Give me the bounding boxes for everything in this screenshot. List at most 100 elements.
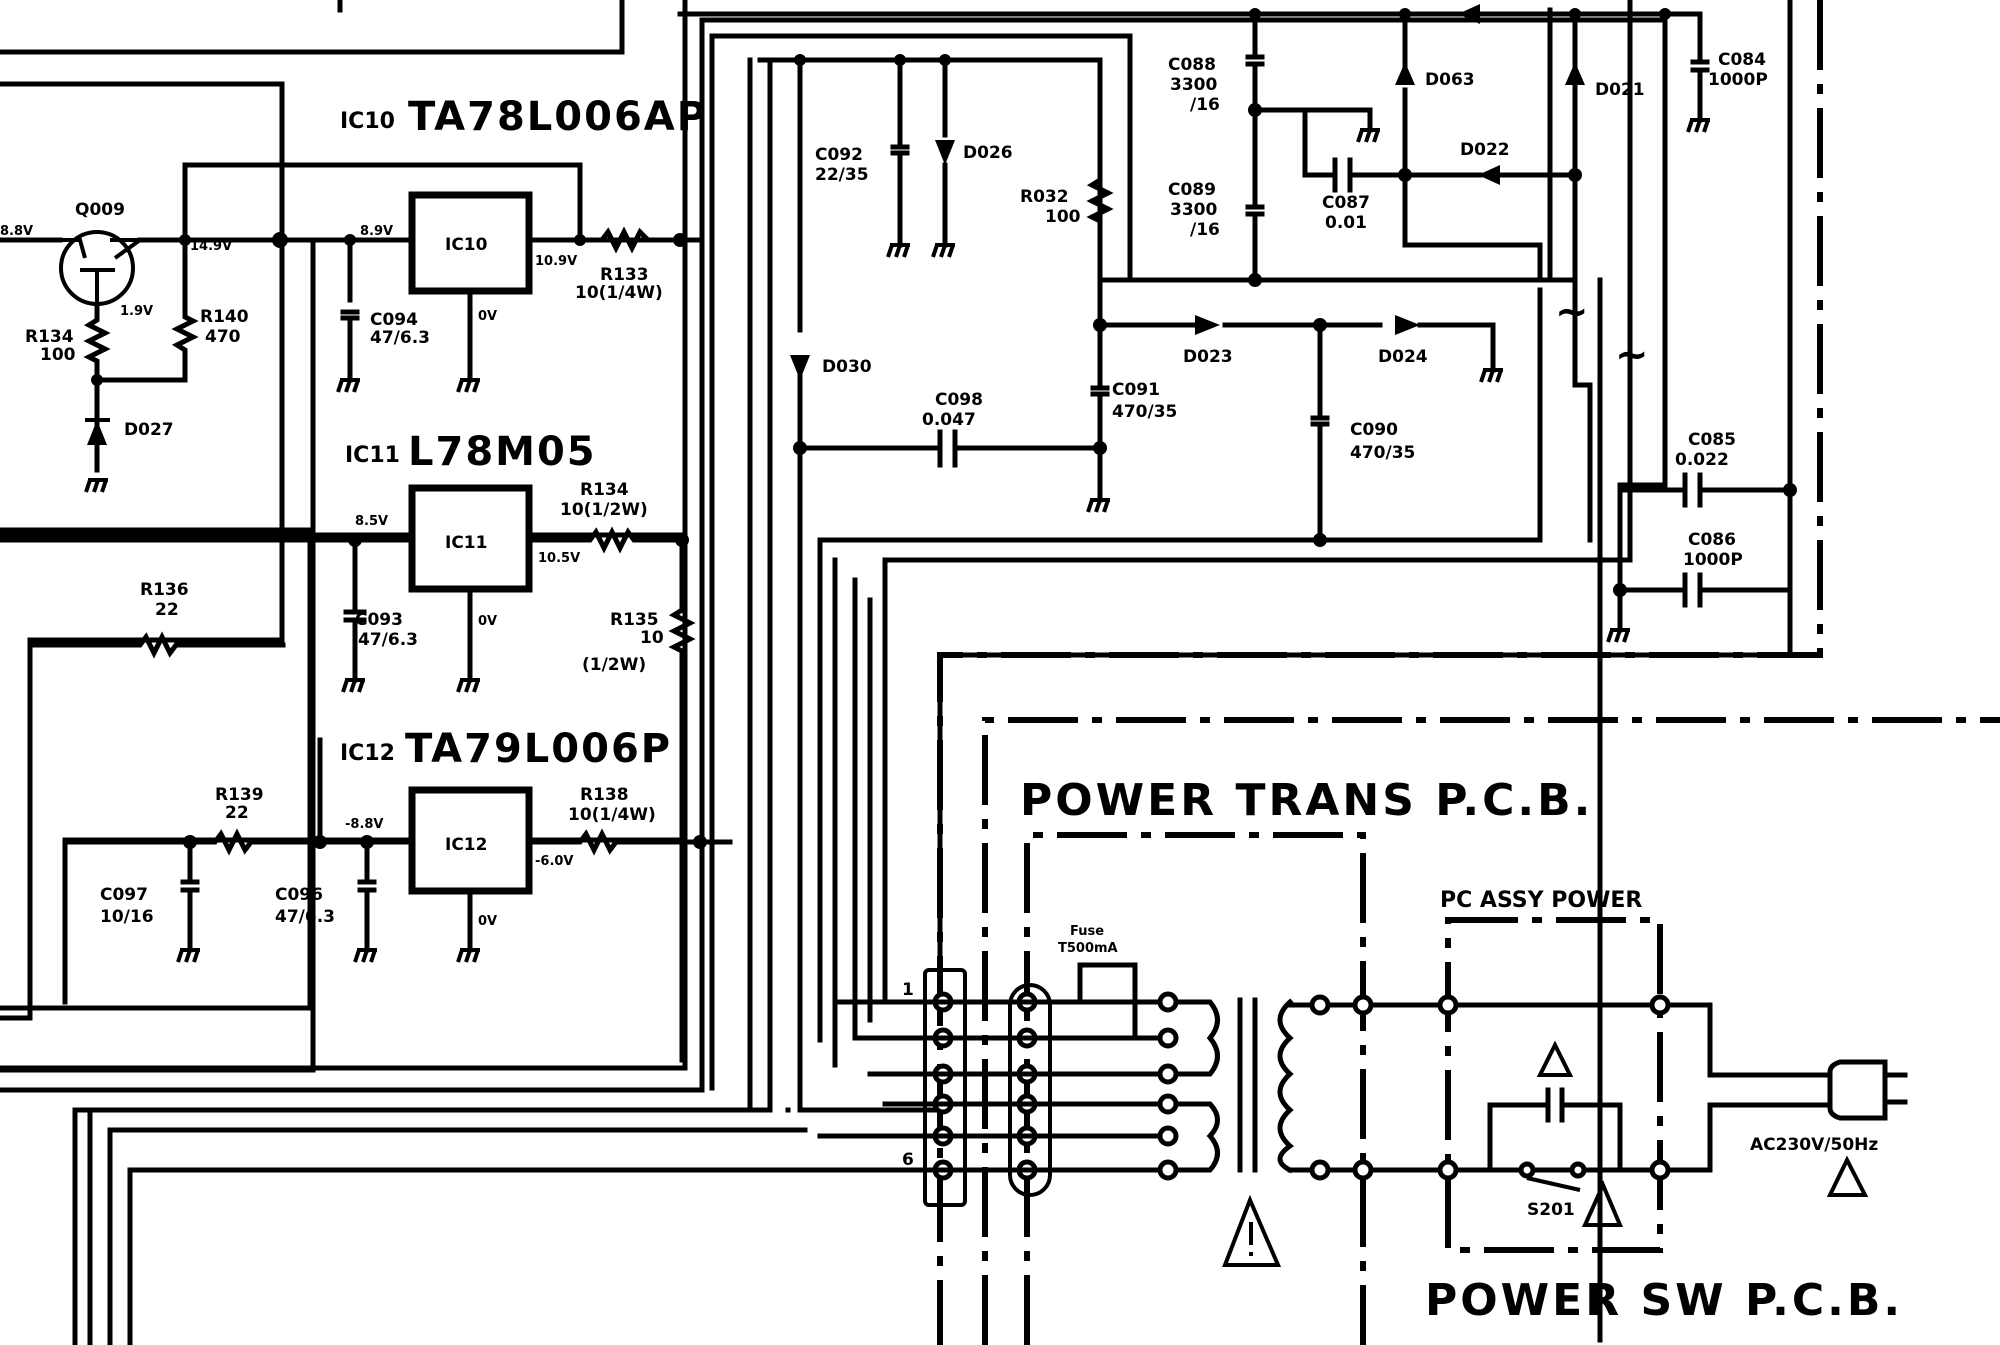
ic11-vin: 8.5V — [355, 514, 388, 529]
c092-ref: C092 — [815, 145, 863, 165]
warning-triangle-icon — [1826, 1155, 1869, 1197]
c093-val: 47/6.3 — [358, 630, 418, 650]
c091-ref: C091 — [1112, 380, 1160, 400]
c089-ref: C089 — [1168, 180, 1216, 200]
q-out-voltage: 14.9V — [190, 239, 232, 254]
diode-d023-icon — [1195, 315, 1220, 335]
r133-val: 10(1/4W) — [575, 283, 663, 303]
ic10-box — [408, 191, 533, 295]
fuse-ref: Fuse — [1070, 924, 1104, 939]
ic10-ref-label: IC10 — [340, 109, 395, 134]
c088-v: /16 — [1190, 95, 1220, 115]
c086-val: 1000P — [1683, 550, 1743, 570]
r135-val: 10 — [640, 628, 664, 648]
d030-label: D030 — [822, 357, 872, 377]
d026-label: D026 — [963, 143, 1013, 163]
ac-rating-label: AC230V/50Hz — [1750, 1135, 1878, 1155]
fuse-val: T500mA — [1058, 941, 1118, 956]
diode-d026-icon — [935, 140, 955, 165]
warning-triangle-icon — [1536, 1040, 1574, 1077]
r134-ref: R134 — [580, 480, 629, 500]
ic11-box-label: IC11 — [445, 533, 487, 553]
ic10-gnd: 0V — [478, 309, 497, 324]
c089-v: /16 — [1190, 220, 1220, 240]
c086-ref: C086 — [1688, 530, 1736, 550]
c092-val: 22/35 — [815, 165, 869, 185]
ic12-gnd: 0V — [478, 914, 497, 929]
transformer-icon — [1077, 962, 1833, 1181]
c094-val: 47/6.3 — [370, 328, 430, 348]
ic10-box-label: IC10 — [445, 235, 488, 255]
c085-ref: C085 — [1688, 430, 1736, 450]
r135-ref: R135 — [610, 610, 659, 630]
ic11-block — [0, 484, 696, 1063]
r140-val: 470 — [205, 327, 241, 347]
q-in-voltage: 8.8V — [0, 224, 33, 239]
ic12-vin: -8.8V — [345, 817, 384, 832]
c097-ref: C097 — [100, 885, 148, 905]
left-wires — [0, 0, 1663, 1345]
c084-val: 1000P — [1708, 70, 1768, 90]
ac-tilde-2: ~ — [1615, 332, 1651, 378]
ic11-vout: 10.5V — [538, 551, 580, 566]
d027-label: D027 — [124, 420, 174, 440]
ic12-part-label: TA79L006P — [405, 726, 672, 772]
r138-ref: R138 — [580, 785, 629, 805]
c091-val: 470/35 — [1112, 402, 1177, 422]
diode-d022-icon — [1478, 165, 1500, 185]
c094-ref: C094 — [370, 310, 418, 330]
diode-d030-icon — [790, 355, 810, 380]
c084-ref: C084 — [1718, 50, 1766, 70]
r140-ref: R140 — [200, 307, 249, 327]
c096-val: 47/6.3 — [275, 907, 335, 927]
ic10-vout: 10.9V — [535, 254, 577, 269]
connector-bus — [797, 0, 1633, 1113]
rectifier-area — [757, 54, 1543, 1113]
ic10-block — [59, 162, 703, 473]
pin1-label: 1 — [902, 980, 914, 1000]
r138-val: 10(1/4W) — [568, 805, 656, 825]
c098-ref: C098 — [935, 390, 983, 410]
power-sw-title: POWER SW P.C.B. — [1425, 1275, 1903, 1326]
warning-triangle-icon — [1222, 1194, 1282, 1267]
r135-rating: (1/2W) — [582, 655, 646, 675]
warning-triangle-icon — [1581, 1180, 1624, 1227]
c087-val: 0.01 — [1325, 213, 1367, 233]
ground-symbols — [84, 118, 1710, 963]
r133-ref: R133 — [600, 265, 649, 285]
diode-d024-icon — [1395, 315, 1420, 335]
r134-val: 10(1/2W) — [560, 500, 648, 520]
labels: IC10 TA78L006AP IC10 8.9V 10.9V 0V IC11 … — [0, 50, 1903, 1326]
c096-ref: C096 — [275, 885, 323, 905]
r032-ref: R032 — [1020, 187, 1069, 207]
ic11-part-label: L78M05 — [408, 429, 597, 475]
c085-val: 0.022 — [1675, 450, 1729, 470]
c098-val: 0.047 — [922, 410, 976, 430]
ac-tilde-1: ~ — [1555, 289, 1591, 335]
diode-top-icon — [1458, 4, 1480, 24]
r136-ref: R136 — [140, 580, 189, 600]
c090-ref: C090 — [1350, 420, 1398, 440]
q-base-voltage: 1.9V — [120, 304, 153, 319]
ic10-part-label: TA78L006AP — [408, 94, 708, 140]
d023-label: D023 — [1183, 347, 1233, 367]
pin6-label: 6 — [902, 1150, 914, 1170]
power-trans-title: POWER TRANS P.C.B. — [1020, 775, 1593, 826]
connector-block — [802, 968, 1163, 1207]
d021-label: D021 — [1595, 80, 1645, 100]
c088-val: 3300 — [1170, 75, 1217, 95]
d063-label: D063 — [1425, 70, 1475, 90]
r139-val: 22 — [225, 803, 249, 823]
warning-icons — [1222, 1040, 1869, 1267]
r134a-ref: R134 — [25, 327, 74, 347]
c087-ref: C087 — [1322, 193, 1370, 213]
diode-d027-icon — [87, 420, 107, 445]
ic11-ref-label: IC11 — [345, 443, 400, 468]
c089-val: 3300 — [1170, 200, 1217, 220]
c088-ref: C088 — [1168, 55, 1216, 75]
ic12-ref-label: IC12 — [340, 741, 395, 766]
r139-ref: R139 — [215, 785, 264, 805]
ic12-box-label: IC12 — [445, 835, 487, 855]
q009-label: Q009 — [75, 200, 125, 220]
